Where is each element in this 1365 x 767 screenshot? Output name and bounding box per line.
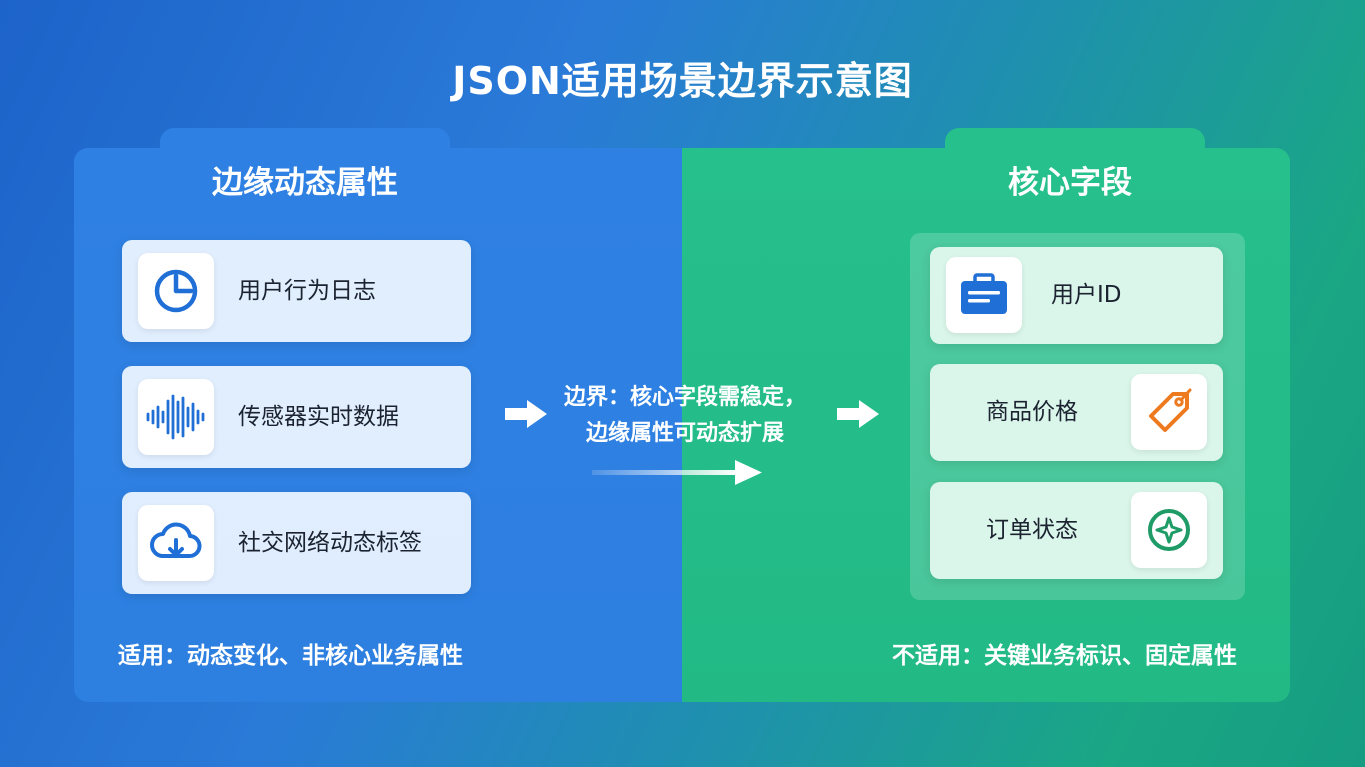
right-card-product-price: 商品价格 xyxy=(930,364,1223,461)
clock-pie-icon xyxy=(138,253,214,329)
left-panel-title: 边缘动态属性 xyxy=(212,165,398,201)
right-card-label: 订单状态 xyxy=(986,517,1078,543)
id-card-icon xyxy=(946,257,1022,333)
right-card-order-status: 订单状态 xyxy=(930,482,1223,579)
diagram-title: JSON适用场景边界示意图 xyxy=(452,59,913,103)
price-tag-icon xyxy=(1131,374,1207,450)
right-footnote: 不适用：关键业务标识、固定属性 xyxy=(892,643,1237,669)
status-badge-icon xyxy=(1131,492,1207,568)
boundary-text-line2: 边缘属性可动态扩展 xyxy=(585,421,784,446)
sound-wave-icon xyxy=(138,379,214,455)
boundary-text: 边界：核心字段需稳定， 边缘属性可动态扩展 xyxy=(540,380,830,452)
right-card-label: 用户ID xyxy=(1051,282,1122,308)
flow-arrow-icon xyxy=(592,460,762,485)
left-card-social-dynamic-tags: 社交网络动态标签 xyxy=(122,492,471,594)
boundary-text-line1: 边界：核心字段需稳定， xyxy=(563,385,806,410)
right-card-label: 商品价格 xyxy=(986,399,1078,425)
left-footnote: 适用：动态变化、非核心业务属性 xyxy=(118,643,463,669)
left-card-label: 传感器实时数据 xyxy=(238,404,399,430)
left-card-label: 社交网络动态标签 xyxy=(238,530,422,556)
left-card-user-behavior-log: 用户行为日志 xyxy=(122,240,471,342)
right-panel-title: 核心字段 xyxy=(1008,165,1132,201)
left-card-sensor-realtime-data: 传感器实时数据 xyxy=(122,366,471,468)
cloud-download-icon xyxy=(138,505,214,581)
right-card-user-id: 用户ID xyxy=(930,247,1223,344)
left-arrow-icon xyxy=(505,400,547,428)
left-card-label: 用户行为日志 xyxy=(238,278,376,304)
right-arrow-icon xyxy=(837,400,879,428)
